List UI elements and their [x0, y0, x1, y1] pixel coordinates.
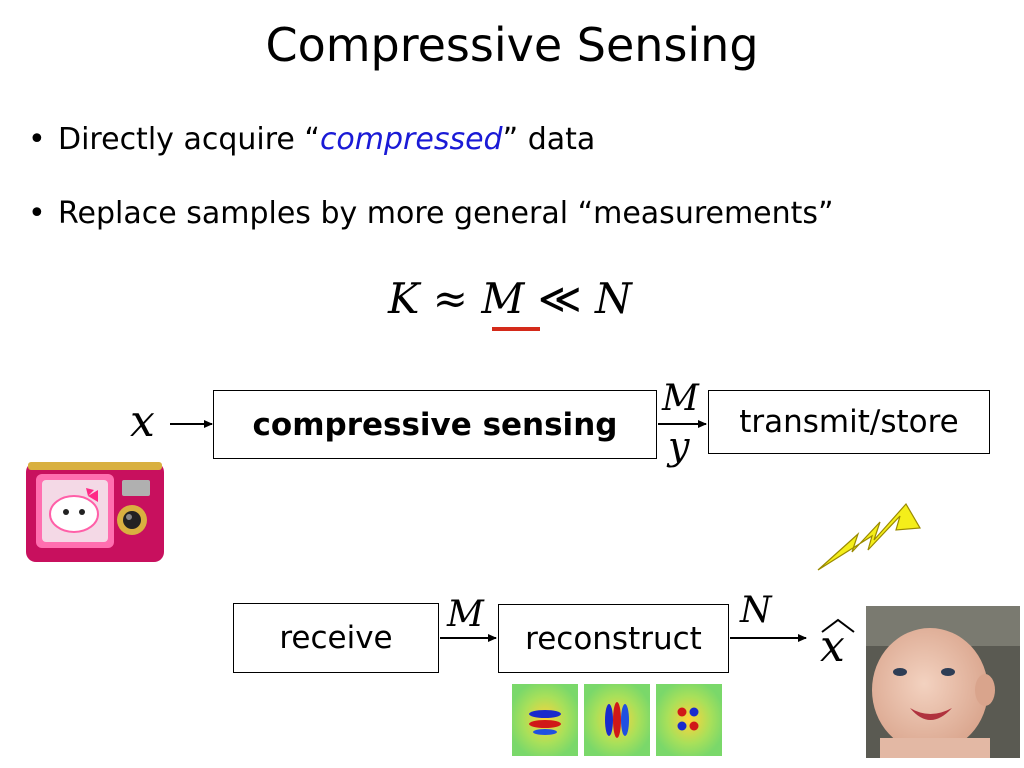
lightning-icon	[817, 502, 921, 571]
bottom-m-label: M	[447, 594, 484, 635]
measurements-y: y	[668, 424, 690, 468]
eq-m: M	[481, 274, 525, 323]
m-underline	[492, 327, 540, 331]
eq-k: K	[388, 274, 420, 323]
eq-n: N	[595, 274, 632, 323]
eq-much-less: ≪	[537, 274, 582, 323]
bullet-1: •Directly acquire “compressed” data	[28, 122, 596, 157]
slide-title: Compressive Sensing	[265, 18, 759, 72]
camera-image	[26, 462, 164, 562]
transmit-store-box: transmit/store	[708, 390, 990, 454]
top-m-label: M	[662, 378, 699, 419]
input-signal-x: x	[130, 396, 155, 447]
emphasis-word: compressed	[319, 122, 503, 157]
reconstruct-box: reconstruct	[498, 604, 729, 673]
bullet-dot: •	[28, 196, 46, 231]
receive-box: receive	[233, 603, 439, 673]
hat-symbol	[821, 618, 855, 633]
equation: K ≈ M ≪ N	[388, 274, 632, 323]
wavelet-basis-1	[512, 684, 578, 756]
bullet-dot: •	[28, 122, 46, 157]
wavelet-basis-2	[584, 684, 650, 756]
wavelet-basis-3	[656, 684, 722, 756]
baby-photo	[866, 606, 1020, 758]
bottom-n-label: N	[740, 590, 772, 631]
bullet-2: •Replace samples by more general “measur…	[28, 196, 834, 231]
eq-approx: ≈	[432, 274, 468, 323]
compressive-sensing-box: compressive sensing	[213, 390, 657, 459]
